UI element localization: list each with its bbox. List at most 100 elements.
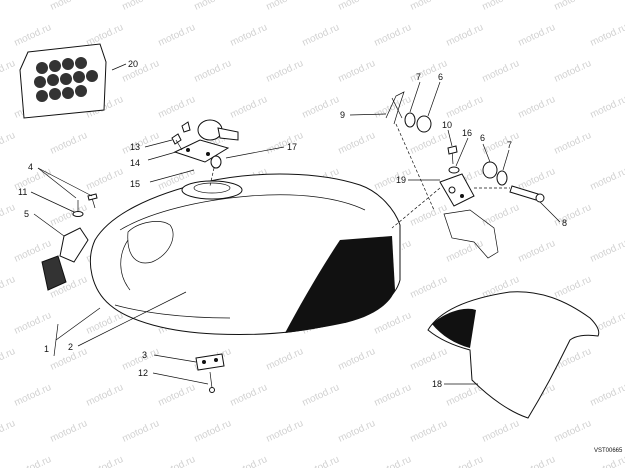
watermark-text: motod.ru <box>0 202 17 229</box>
watermark-text: motod.ru <box>85 454 125 468</box>
watermark-text: motod.ru <box>193 58 233 85</box>
watermark-text: motod.ru <box>553 130 593 157</box>
callout-7-lower: 7 <box>507 140 512 150</box>
callout-3: 3 <box>142 350 147 360</box>
callout-8: 8 <box>562 218 567 228</box>
watermark-text: motod.ru <box>373 454 413 468</box>
watermark-text: motod.ru <box>373 22 413 49</box>
watermark-text: motod.ru <box>121 58 161 85</box>
part-11-washer <box>72 200 84 217</box>
watermark-text: motod.ru <box>229 382 269 409</box>
watermark-text: motod.ru <box>589 166 625 193</box>
watermark-text: motod.ru <box>337 0 377 13</box>
watermark-text: motod.ru <box>337 418 377 445</box>
watermark-text: motod.ru <box>229 94 269 121</box>
callout-14: 14 <box>130 158 140 168</box>
watermark-text: motod.ru <box>409 202 449 229</box>
watermark-text: motod.ru <box>85 382 125 409</box>
callout-20: 20 <box>128 59 138 69</box>
part-10-screw <box>447 145 458 165</box>
mount-alignment-lines <box>391 123 510 229</box>
watermark-text: motod.ru <box>337 58 377 85</box>
part-8-pin <box>509 185 545 203</box>
watermark-text: motod.ru <box>481 202 521 229</box>
watermark-text: motod.ru <box>229 22 269 49</box>
watermark-text: motod.ru <box>157 454 197 468</box>
watermark-text: motod.ru <box>265 0 305 13</box>
watermark-text: motod.ru <box>517 454 557 468</box>
callout-10: 10 <box>442 120 452 130</box>
watermark-text: motod.ru <box>0 418 17 445</box>
watermark-text: motod.ru <box>337 346 377 373</box>
watermark-text: motod.ru <box>445 22 485 49</box>
callout-5: 5 <box>24 209 29 219</box>
part-18-cover <box>427 291 600 419</box>
part-4-screw <box>87 193 98 209</box>
watermark-text: motod.ru <box>337 130 377 157</box>
watermark-text: motod.ru <box>229 454 269 468</box>
part-14-filler-cap <box>173 119 239 163</box>
watermark-text: motod.ru <box>121 130 161 157</box>
watermark-text: motod.ru <box>445 454 485 468</box>
watermark-text: motod.ru <box>85 166 125 193</box>
watermark-text: motod.ru <box>553 0 593 13</box>
watermark-text: motod.ru <box>265 130 305 157</box>
reference-code: VST00665 <box>594 448 623 454</box>
part-6-bushing <box>416 115 498 179</box>
watermark-text: motod.ru <box>0 346 17 373</box>
watermark-text: motod.ru <box>157 22 197 49</box>
watermark-text: motod.ru <box>589 382 625 409</box>
watermark-text: motod.ru <box>553 58 593 85</box>
watermark-text: motod.ru <box>301 382 341 409</box>
watermark-text: motod.ru <box>157 94 197 121</box>
watermark-text: motod.ru <box>301 22 341 49</box>
watermark-text: motod.ru <box>301 94 341 121</box>
callout-13: 13 <box>130 142 140 152</box>
watermark-text: motod.ru <box>409 0 449 13</box>
callout-12: 12 <box>138 368 148 378</box>
callout-16: 16 <box>462 128 472 138</box>
watermark-text: motod.ru <box>0 130 17 157</box>
watermark-text: motod.ru <box>13 22 53 49</box>
watermark-text: motod.ru <box>301 454 341 468</box>
watermark-text: motod.ru <box>553 202 593 229</box>
leader-lines <box>30 63 561 385</box>
part-7-washer <box>404 112 508 186</box>
callout-7-upper: 7 <box>416 72 421 82</box>
watermark-text: motod.ru <box>481 418 521 445</box>
part-12-bolt <box>209 371 215 393</box>
watermark-text: motod.ru <box>0 58 17 85</box>
watermark-text: motod.ru <box>553 418 593 445</box>
watermark-text: motod.ru <box>13 454 53 468</box>
watermark-text: motod.ru <box>409 418 449 445</box>
watermark-text: motod.ru <box>481 0 521 13</box>
watermark-text: motod.ru <box>517 22 557 49</box>
watermark-text: motod.ru <box>49 130 89 157</box>
watermark-text: motod.ru <box>553 274 593 301</box>
watermark-text: motod.ru <box>445 94 485 121</box>
watermark-text: motod.ru <box>589 454 625 468</box>
watermark-text: motod.ru <box>0 274 17 301</box>
callout-6-lower: 6 <box>480 133 485 143</box>
callout-1: 1 <box>44 344 49 354</box>
watermark-text: motod.ru <box>193 0 233 13</box>
sticker-symbol-grid <box>34 57 98 102</box>
watermark-text: motod.ru <box>373 382 413 409</box>
watermark-text: motod.ru <box>49 418 89 445</box>
callout-17: 17 <box>287 142 297 152</box>
part-16-washer <box>448 166 460 174</box>
part-1-fuel-tank <box>89 173 401 336</box>
part-19-front-bracket <box>439 173 499 259</box>
watermark-text: motod.ru <box>589 22 625 49</box>
watermark-text: motod.ru <box>13 382 53 409</box>
watermark-text: motod.ru <box>193 418 233 445</box>
watermark-text: motod.ru <box>373 166 413 193</box>
watermark-text: motod.ru <box>445 238 485 265</box>
watermark-text: motod.ru <box>373 310 413 337</box>
callout-6-upper: 6 <box>438 72 443 82</box>
watermark-text: motod.ru <box>481 58 521 85</box>
part-9-clip <box>385 91 405 125</box>
watermark-text: motod.ru <box>265 418 305 445</box>
